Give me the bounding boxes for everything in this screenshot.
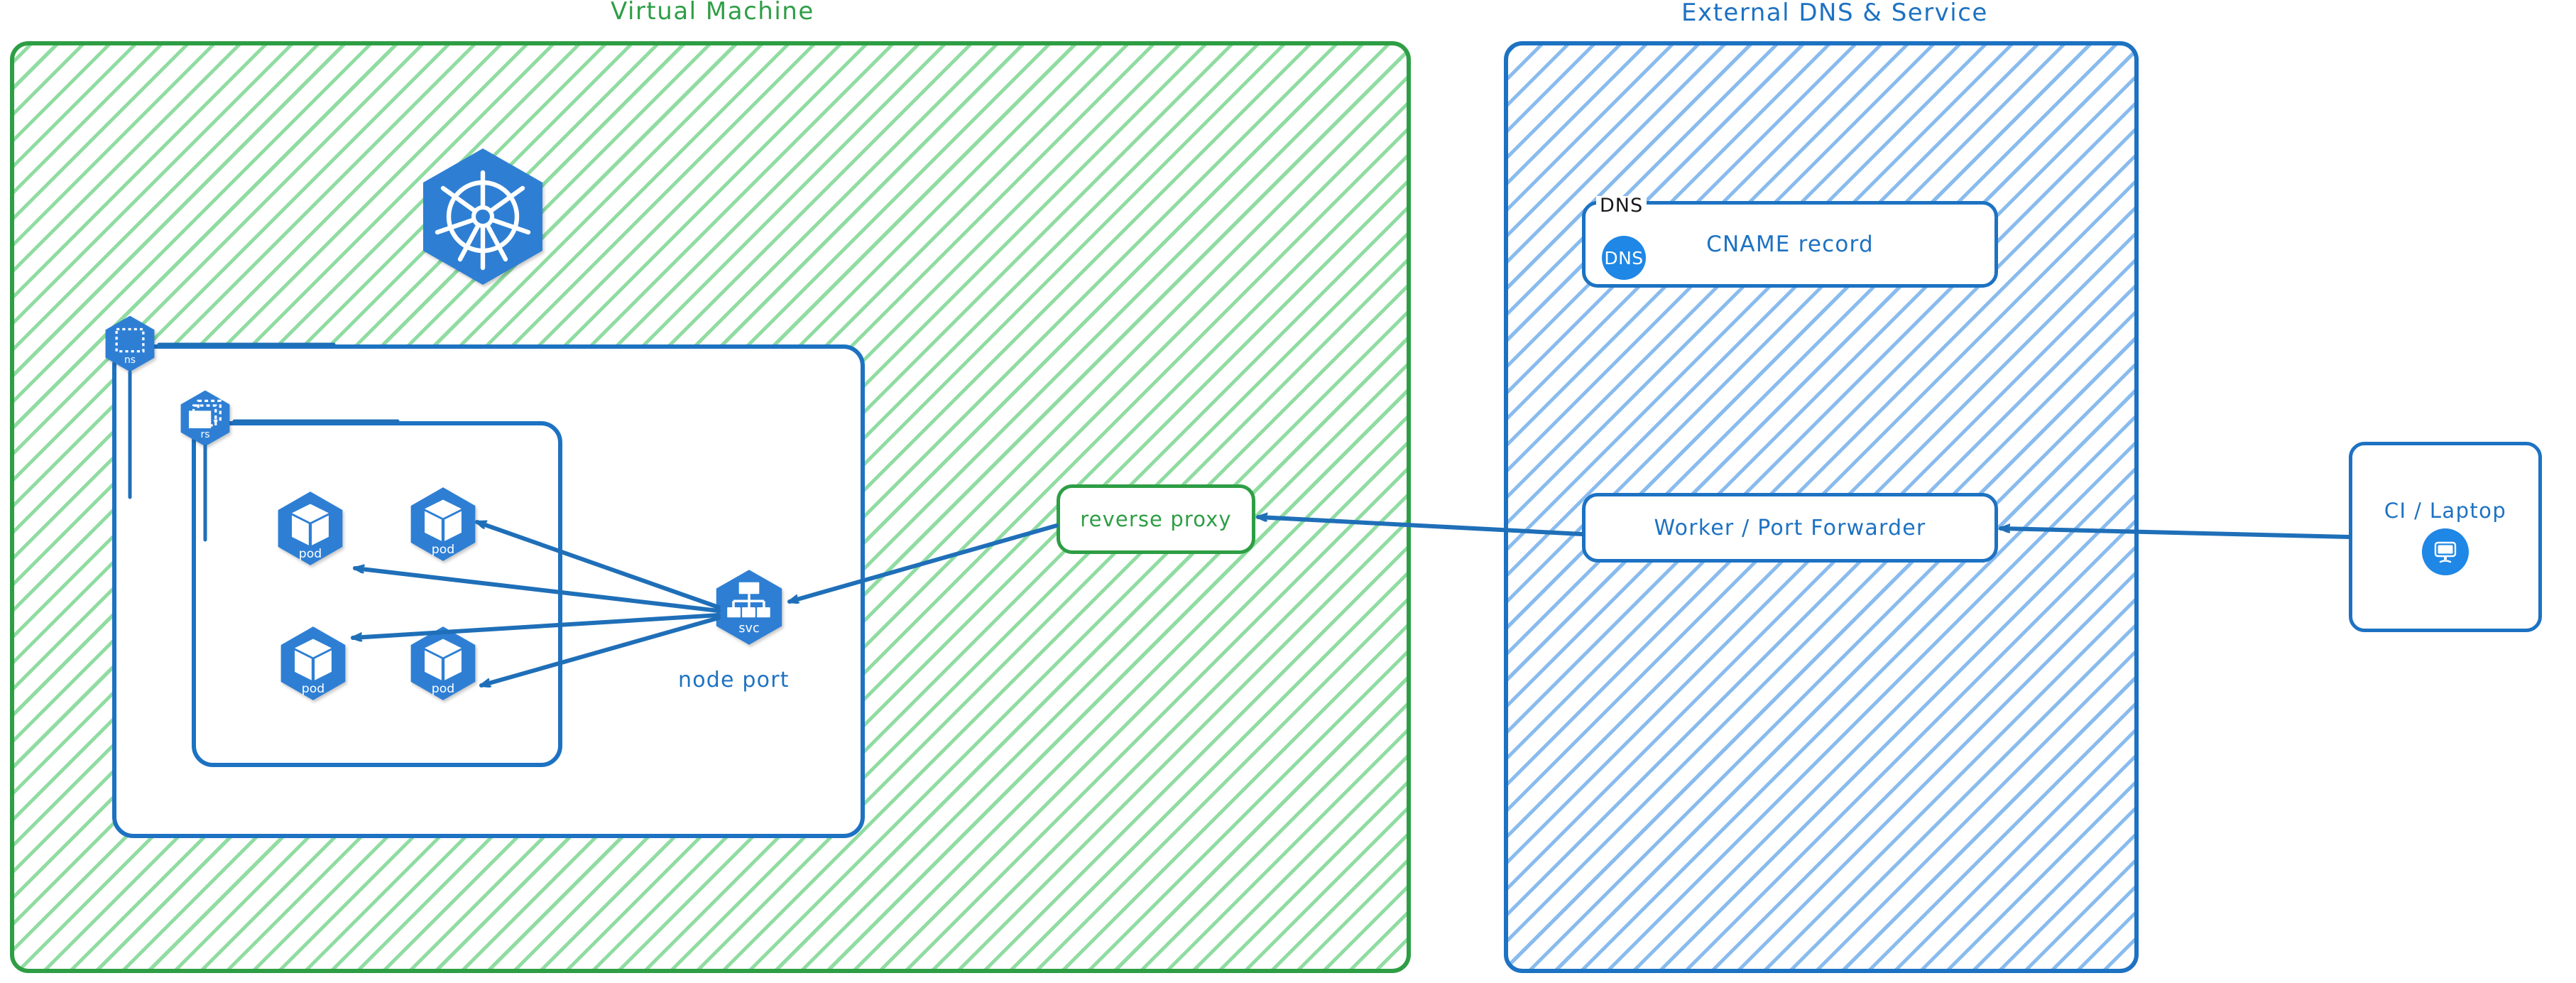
ci-laptop-content: CI / Laptop [2384, 499, 2506, 575]
reverse-proxy-label: reverse proxy [1080, 507, 1232, 531]
pod-badge-label: pod [299, 547, 322, 561]
worker-port-forwarder-label: Worker / Port Forwarder [1654, 515, 1926, 541]
panel-title-virtual-machine: Virtual Machine [611, 0, 814, 26]
pod-badge-label: pod [432, 543, 454, 557]
ci-laptop-label: CI / Laptop [2384, 499, 2507, 523]
pod-badge-label: pod [302, 682, 324, 696]
kubernetes-logo-icon [412, 146, 554, 288]
pod-icon-3: pod [275, 625, 351, 702]
panel-title-external-dns-service: External DNS & Service [1681, 0, 1988, 27]
replicaset-badge-label: rs [201, 429, 210, 440]
pod-icon-2: pod [405, 486, 481, 563]
service-icon: svc [710, 568, 788, 646]
node-port-label: node port [678, 668, 790, 693]
pod-icon-4: pod [405, 625, 481, 702]
pod-icon-1: pod [272, 490, 349, 567]
replicaset-icon: rs [176, 389, 234, 447]
ci-laptop-box[interactable]: CI / Laptop [2349, 442, 2542, 632]
desktop-monitor-icon [2422, 528, 2469, 575]
service-badge-label: svc [738, 621, 759, 636]
cname-record-label: CNAME record [1706, 232, 1874, 257]
namespace-icon: ns [101, 315, 159, 373]
reverse-proxy-box[interactable]: reverse proxy [1057, 484, 1255, 554]
worker-port-forwarder-box[interactable]: Worker / Port Forwarder [1582, 493, 1998, 563]
pod-badge-label: pod [432, 682, 454, 696]
dns-card[interactable]: CNAME record [1582, 201, 1998, 288]
dns-badge-icon: DNS [1602, 236, 1646, 280]
namespace-badge-label: ns [124, 354, 136, 366]
replicaset-container [192, 421, 562, 767]
dns-card-tag: DNS [1596, 196, 1647, 216]
